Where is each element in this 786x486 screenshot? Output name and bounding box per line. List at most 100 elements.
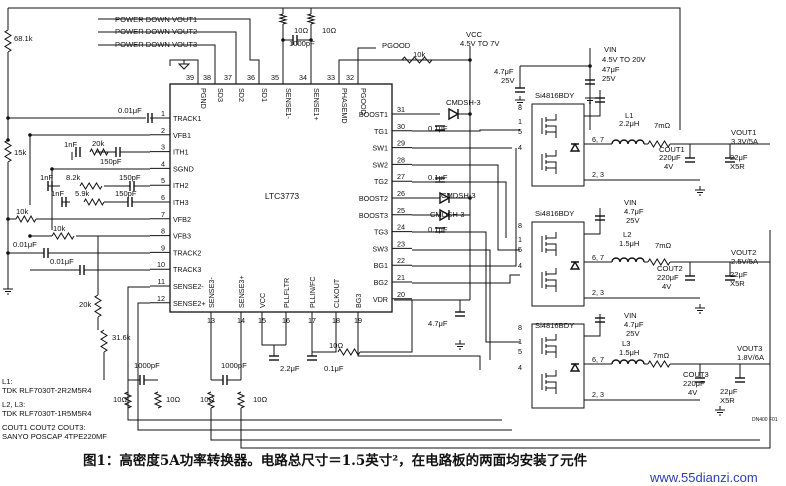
pin-number: 31: [397, 105, 405, 114]
label-c-001-a: 0.01μF: [13, 240, 37, 249]
label-cout3: COUT3: [683, 370, 709, 379]
label-r-15k: 15k: [14, 148, 26, 157]
label-c-top: 1000pF: [289, 39, 315, 48]
pin-number: 34: [299, 73, 307, 82]
r-20k-b: [94, 294, 102, 318]
pin-name: SENSE2-: [173, 282, 204, 291]
ground-symbol: [585, 94, 595, 104]
label-vout3: VOUT3: [737, 344, 762, 353]
pin-name: ITH1: [173, 148, 189, 157]
r-10l-b: [153, 391, 163, 409]
label-r-31k6: 31.6k: [112, 333, 131, 342]
ground-symbol: [515, 96, 525, 106]
wire: [584, 90, 601, 117]
label-r-10m-b: 10Ω: [253, 395, 267, 404]
r-top2: [306, 13, 316, 25]
pd1-net: [98, 18, 260, 66]
pin-name: BG2: [374, 278, 388, 287]
pin-number: 2: [161, 126, 165, 135]
pin-name: PHASEMD: [340, 88, 349, 124]
label-rs3: 7mΩ: [653, 351, 670, 360]
pin-name: TG3: [374, 228, 388, 237]
pin-name: TRACK3: [173, 265, 201, 274]
mosfet-low-side: [541, 370, 557, 394]
mosfet-si4816bdy-3: [531, 323, 585, 409]
vin-rail: [520, 48, 591, 130]
body-diode: [569, 362, 581, 372]
label-vout3v: 1.8V/6A: [737, 353, 765, 362]
r-10k-pg: [401, 56, 433, 64]
pin-name: BOOST1: [359, 110, 388, 119]
label-c-out1bt: X5R: [730, 162, 745, 171]
label-c-01-bot: 0.1μF: [324, 364, 344, 373]
label-vin-range: 4.5V TO 20V: [602, 55, 647, 64]
label-vout2v: 2.5V/5A: [731, 257, 759, 266]
label-l3: L3: [622, 339, 630, 348]
label-r-10k-pg: 10k: [413, 50, 425, 59]
fet-pin-number: 8: [518, 221, 522, 230]
junction-dot: [588, 64, 592, 68]
mosfet-high-side: [541, 114, 557, 138]
ic-name: LTC3773: [265, 191, 300, 201]
pin-number: 7: [161, 210, 165, 219]
bg1-net: [412, 148, 517, 267]
r-10-bot: [337, 348, 361, 356]
r-top1: [278, 13, 288, 25]
label-l2: L2: [623, 230, 631, 239]
pin-number: 12: [157, 294, 165, 303]
pin-number: 39: [186, 73, 194, 82]
pin-name: VFB1: [173, 131, 191, 140]
label-rs2: 7mΩ: [655, 241, 672, 250]
pin-number: 16: [282, 316, 290, 325]
pin-name: BOOST2: [359, 194, 388, 203]
pin-name: SW2: [372, 160, 388, 169]
label-d1: CMDSH-3: [446, 98, 481, 107]
sw3-net: [412, 249, 491, 360]
label-c-1000pf-l: 1000pF: [134, 361, 160, 370]
pin-name: SW1: [372, 144, 388, 153]
label-l2v: 1.5μH: [619, 239, 639, 248]
pin-number: 29: [397, 139, 405, 148]
label-cout2v: 220μF: [657, 273, 679, 282]
label-c-vin-25: 25V: [602, 74, 616, 83]
sense3-plus-net: [240, 230, 771, 449]
fet-pin-number: 6, 7: [592, 355, 604, 364]
label-cout3v: 220μF: [683, 379, 705, 388]
pin-name: PLLIN/FC: [308, 276, 317, 308]
pin-number: 32: [346, 73, 354, 82]
note-1: L1:: [2, 377, 13, 386]
pin-name: SENSE2+: [173, 299, 206, 308]
pin-name: SENSE3+: [237, 275, 246, 308]
junction-dot: [6, 116, 10, 120]
sense-resistor-2: [647, 258, 671, 266]
fet-pin-number: 4: [518, 143, 522, 152]
pin-number: 11: [158, 277, 165, 286]
inductor-l1: [611, 139, 645, 145]
pd2-net: [98, 31, 237, 66]
bg2-net: [412, 274, 520, 284]
label-c-150pf-c: 150pF: [115, 189, 137, 198]
label-r-5k9: 5.9k: [75, 189, 90, 198]
label-cout2: COUT2: [657, 264, 683, 273]
pin-number: 25: [397, 206, 405, 215]
diode-d1: [448, 107, 460, 121]
r-10k-a: [15, 214, 37, 224]
label-c-001-b: 0.01μF: [50, 257, 74, 266]
pin-number: 1: [161, 109, 165, 118]
label-c-01-b2: 0.1μF: [428, 173, 448, 182]
pin-number: 15: [258, 316, 266, 325]
label-vout2: VOUT2: [731, 248, 756, 257]
junction-dot: [468, 196, 472, 200]
label-cout1vv: 4V: [664, 162, 674, 171]
junction-dot: [50, 167, 54, 171]
label-vout1: VOUT1: [731, 128, 756, 137]
note-6: SANYO POSCAP 4TPE220MF: [2, 432, 107, 441]
label-l1v: 2.2μH: [619, 119, 639, 128]
label-c-out1b: 22μF: [730, 153, 748, 162]
label-cout1v: 220μF: [659, 153, 681, 162]
pin-number: 5: [161, 176, 165, 185]
label-c-22uf: 2.2μF: [280, 364, 300, 373]
junction-dot: [468, 112, 472, 116]
r-10k-b: [51, 232, 75, 240]
fet-pin-number: 2, 3: [592, 288, 604, 297]
